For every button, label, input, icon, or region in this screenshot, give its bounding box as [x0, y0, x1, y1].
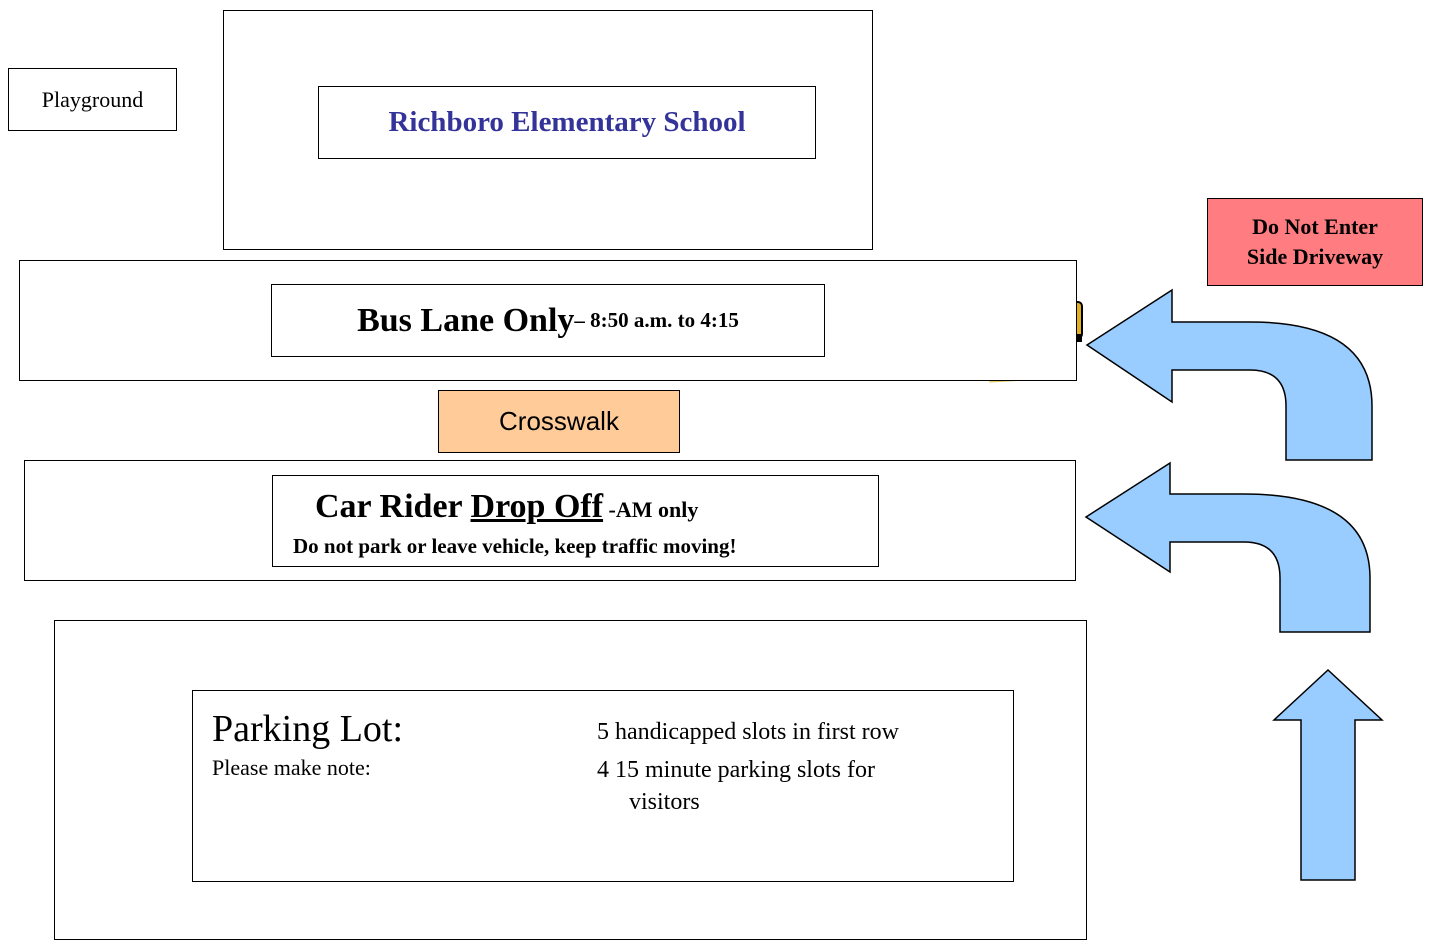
school-name-box: Richboro Elementary School	[318, 86, 816, 159]
crosswalk-box: Crosswalk	[438, 390, 680, 453]
parking-visitor-slots: 4 15 minute parking slots for visitors	[597, 754, 957, 818]
bus-lane-times: – 8:50 a.m. to 4:15	[574, 308, 739, 332]
parking-handicapped-slots: 5 handicapped slots in first row	[597, 719, 899, 745]
playground-box: Playground	[8, 68, 177, 131]
car-rider-prefix: Car Rider	[315, 488, 471, 525]
car-rider-title: Car Rider Drop Off -AM only	[315, 488, 698, 526]
turn-arrow-bus-lane	[1085, 288, 1373, 461]
parking-lot-label-box: Parking Lot: Please make note: 5 handica…	[192, 690, 1014, 882]
crosswalk-label: Crosswalk	[499, 406, 619, 436]
up-arrow-entrance	[1272, 668, 1384, 881]
bus-lane-label-box: Bus Lane Only – 8:50 a.m. to 4:15	[271, 284, 825, 357]
car-rider-drop-off: Drop Off	[470, 488, 604, 525]
car-rider-suffix: -AM only	[603, 497, 699, 522]
school-name: Richboro Elementary School	[388, 106, 746, 138]
bus-lane-title: Bus Lane Only	[357, 301, 575, 339]
do-not-enter-sign: Do Not Enter Side Driveway	[1207, 198, 1423, 286]
car-rider-label-box: Car Rider Drop Off -AM only Do not park …	[272, 475, 879, 567]
parking-visitor-slots-line1: 4 15 minute parking slots for	[597, 757, 875, 783]
parking-lot-title: Parking Lot:	[212, 708, 404, 750]
do-not-enter-line1: Do Not Enter	[1252, 214, 1378, 239]
car-rider-note: Do not park or leave vehicle, keep traff…	[293, 534, 737, 558]
parking-lot-note: Please make note:	[212, 755, 371, 780]
do-not-enter-line2: Side Driveway	[1246, 244, 1384, 269]
playground-label: Playground	[41, 86, 144, 112]
turn-arrow-car-lane	[1084, 461, 1371, 633]
parking-visitor-slots-line2: visitors	[629, 789, 700, 815]
